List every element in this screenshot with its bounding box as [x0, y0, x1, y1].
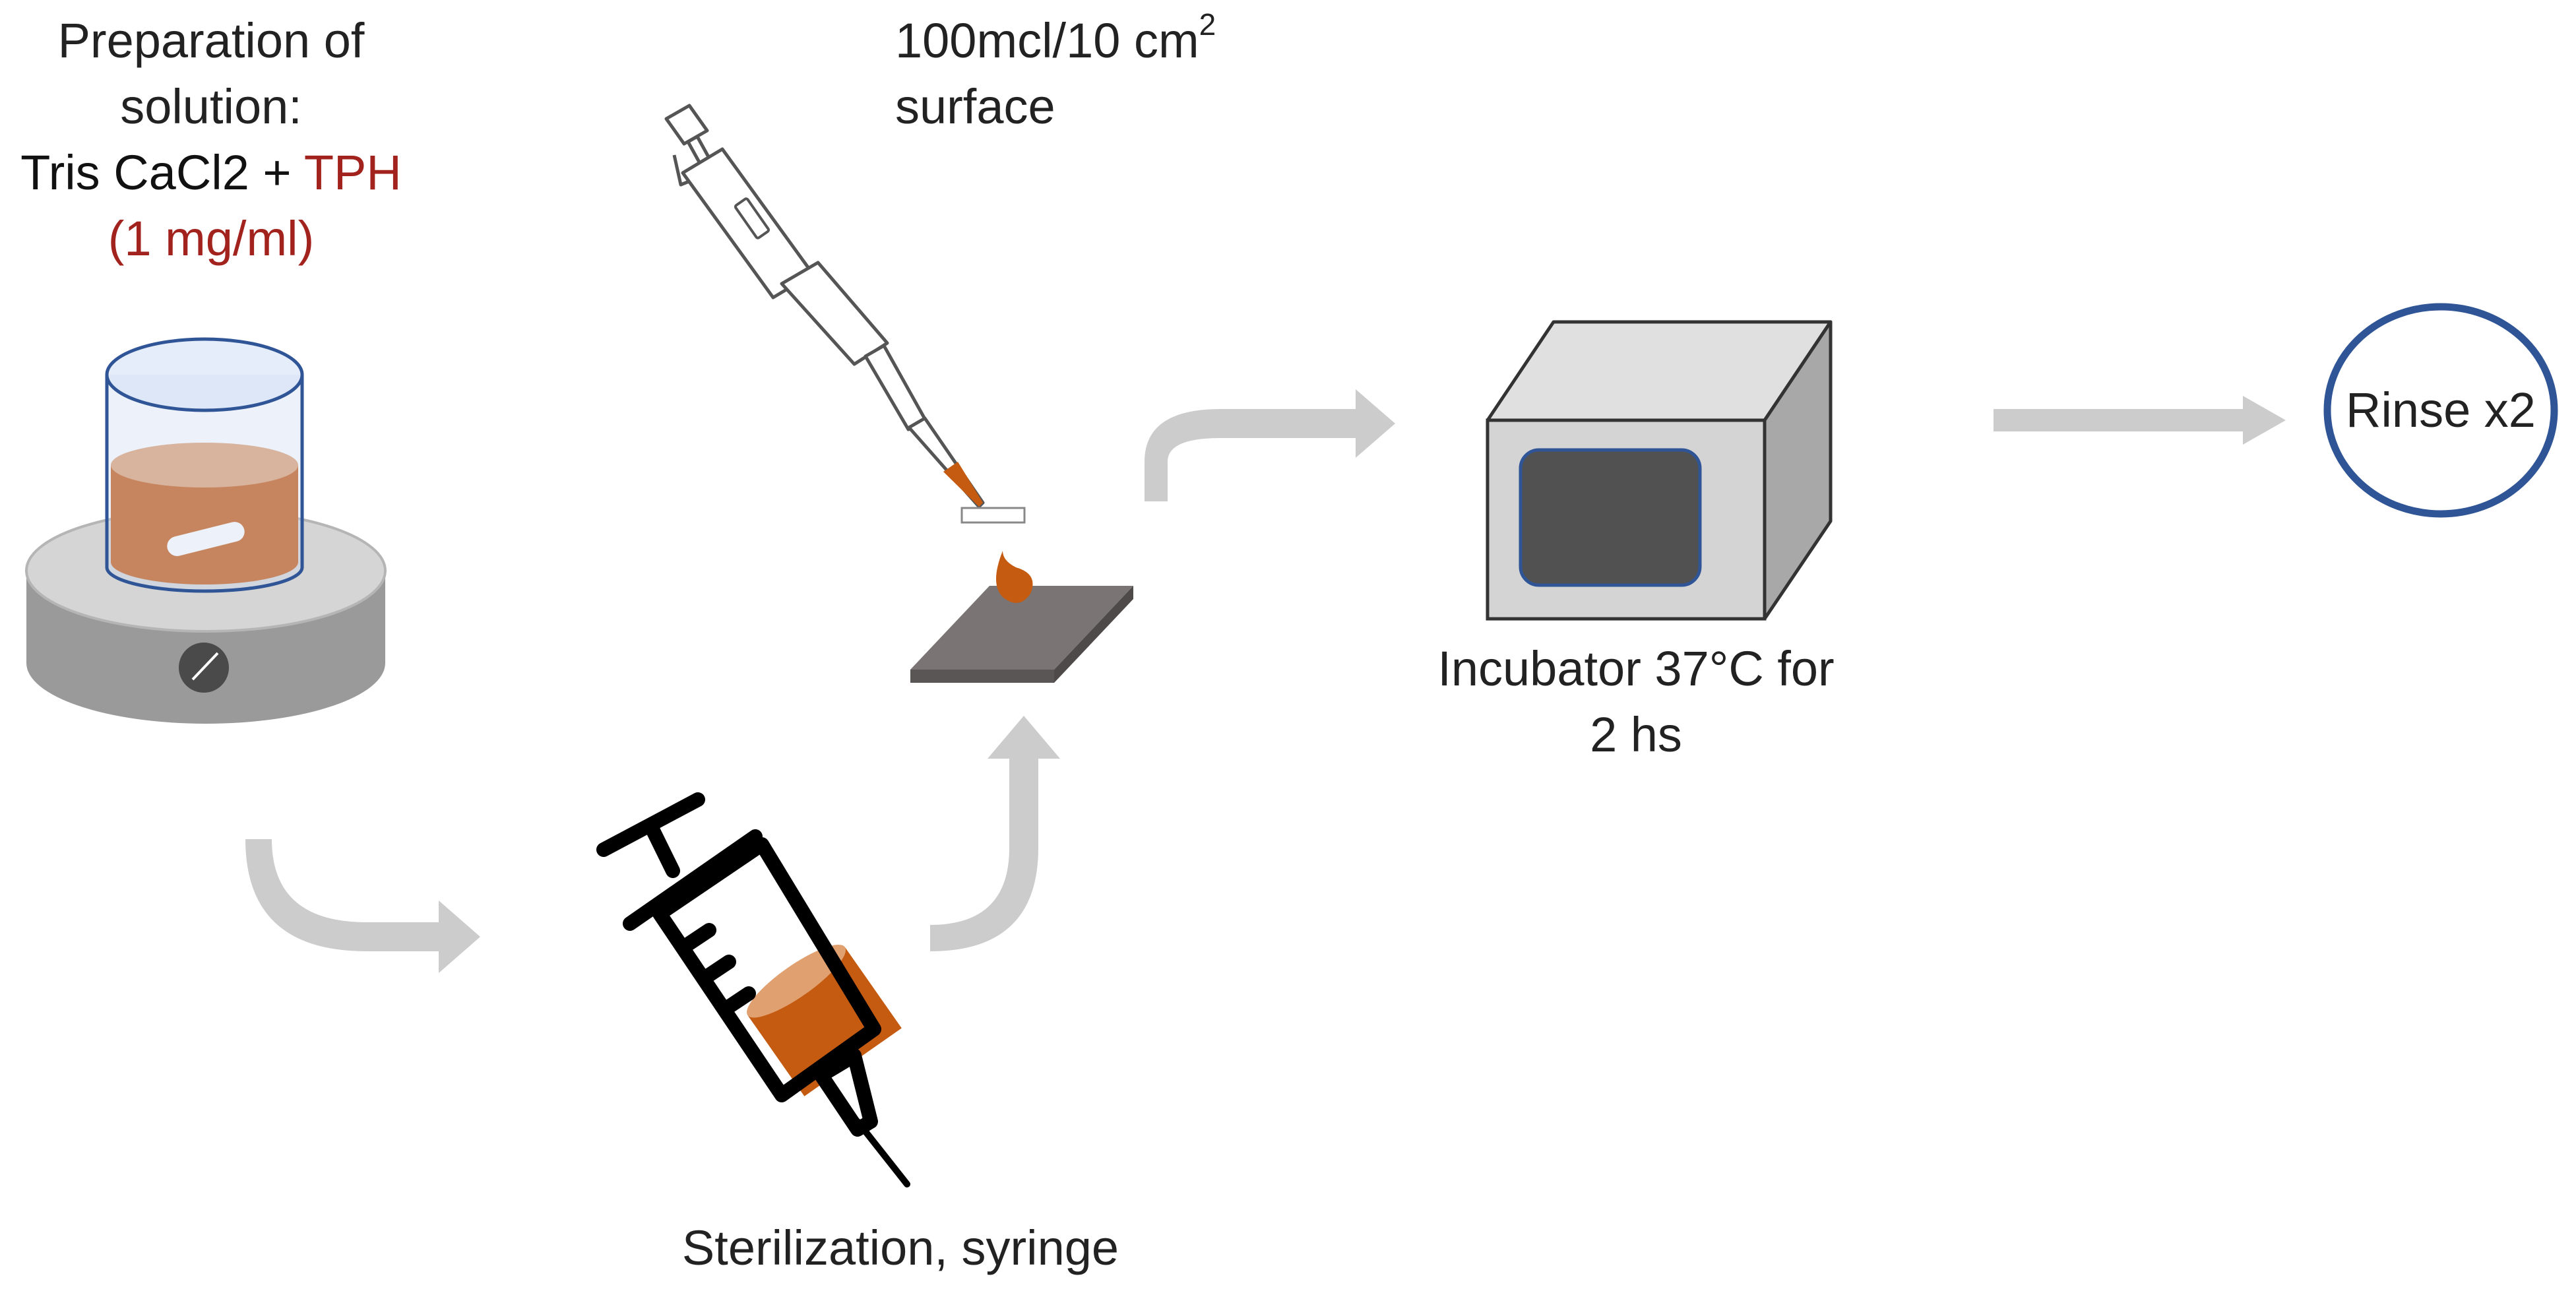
preparation-line-1: Preparation of	[57, 13, 365, 68]
beaker-on-stirrer-icon	[25, 337, 387, 724]
incubation-line-2: 2 hs	[1590, 707, 1682, 762]
preparation-line-2: solution:	[120, 79, 302, 134]
rinse-label: Rinse x2	[2346, 383, 2536, 437]
sterilization-label: Sterilization, syringe	[681, 1220, 1119, 1275]
application-label: 100mcl/10 cm2 surface	[895, 8, 1216, 140]
preparation-tph-text: TPH	[303, 145, 402, 200]
application-line-2: surface	[895, 79, 1055, 134]
preparation-concentration: (1 mg/ml)	[108, 211, 315, 266]
incubator-icon	[1486, 320, 1833, 621]
pipette-icon	[664, 104, 1026, 524]
preparation-label: Preparation of solution: Tris CaCl2 + TP…	[0, 8, 422, 272]
application-line-1: 100mcl/10 cm2	[895, 8, 1216, 74]
rinse-circle	[2323, 303, 2558, 518]
incubation-line-1: Incubator 37°C for	[1437, 641, 1835, 696]
sample-surface-icon	[910, 551, 1133, 683]
flow-arrow-curved-up	[930, 716, 1060, 951]
preparation-solution-text: Tris CaCl2 +	[20, 145, 304, 200]
incubation-label: Incubator 37°C for 2 hs	[1379, 636, 1893, 768]
application-superscript: 2	[1199, 7, 1216, 42]
preparation-line-3: Tris CaCl2 + TPH	[0, 140, 422, 206]
flow-arrow-curved-down	[245, 839, 480, 973]
flow-arrow-straight-right	[1994, 396, 2286, 445]
syringe-icon	[596, 792, 910, 1187]
application-volume-text: 100mcl/10 cm	[895, 13, 1199, 68]
flow-arrow-curved-right	[1145, 389, 1395, 501]
